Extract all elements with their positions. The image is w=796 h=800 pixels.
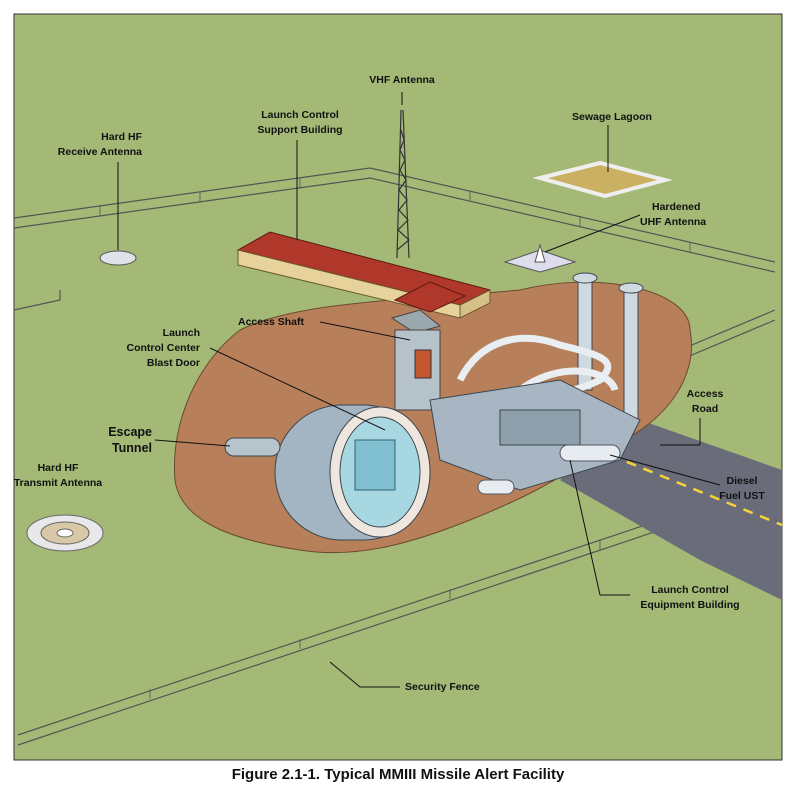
access-road bbox=[560, 420, 782, 600]
label-line: Access bbox=[686, 388, 724, 400]
label-line: Equipment Building bbox=[640, 599, 740, 611]
label-line: Escape bbox=[108, 425, 152, 439]
label-line: Support Building bbox=[257, 124, 343, 136]
label-security-fence: Security Fence bbox=[405, 681, 480, 693]
label-line: Tunnel bbox=[111, 441, 152, 455]
figure-caption: Figure 2.1-1. Typical MMIII Missile Aler… bbox=[231, 766, 565, 783]
sewage-lagoon bbox=[532, 160, 673, 199]
launch-control-center bbox=[274, 404, 431, 541]
hf-transmit-antenna bbox=[26, 514, 104, 552]
label-line: Blast Door bbox=[146, 357, 200, 369]
label-line: Road bbox=[691, 403, 719, 415]
label-line: Hard HF bbox=[101, 131, 142, 143]
leader-lines bbox=[117, 92, 721, 688]
ventilation-stacks bbox=[572, 272, 644, 421]
label-line: Diesel bbox=[726, 475, 758, 487]
label-line: Launch bbox=[162, 327, 200, 339]
security-fence bbox=[13, 167, 776, 746]
label-line: Hard HF bbox=[37, 462, 79, 474]
label-line: UHF Antenna bbox=[640, 216, 707, 228]
vhf-tower bbox=[396, 109, 410, 259]
label-vhf-antenna: VHF Antenna bbox=[369, 74, 435, 86]
label-line: Fuel UST bbox=[719, 490, 765, 502]
diesel-ust bbox=[559, 444, 621, 462]
label-line: Receive Antenna bbox=[57, 146, 142, 158]
escape-tunnel bbox=[224, 437, 281, 457]
label-line: Launch Control bbox=[651, 584, 729, 596]
label-sewage-lagoon: Sewage Lagoon bbox=[572, 111, 652, 123]
label-line: Control Center bbox=[126, 342, 201, 354]
label-hf-transmit: Hard HF Transmit Antenna bbox=[14, 461, 102, 491]
label-line: Hardened bbox=[652, 201, 701, 213]
label-line: Transmit Antenna bbox=[13, 477, 103, 489]
label-line: Launch Control bbox=[261, 109, 339, 121]
hf-receive-antenna bbox=[99, 250, 137, 266]
support-building bbox=[236, 231, 492, 334]
label-access-shaft: Access Shaft bbox=[238, 316, 304, 328]
label-hf-receive: Hard HF Receive Antenna bbox=[58, 130, 142, 160]
